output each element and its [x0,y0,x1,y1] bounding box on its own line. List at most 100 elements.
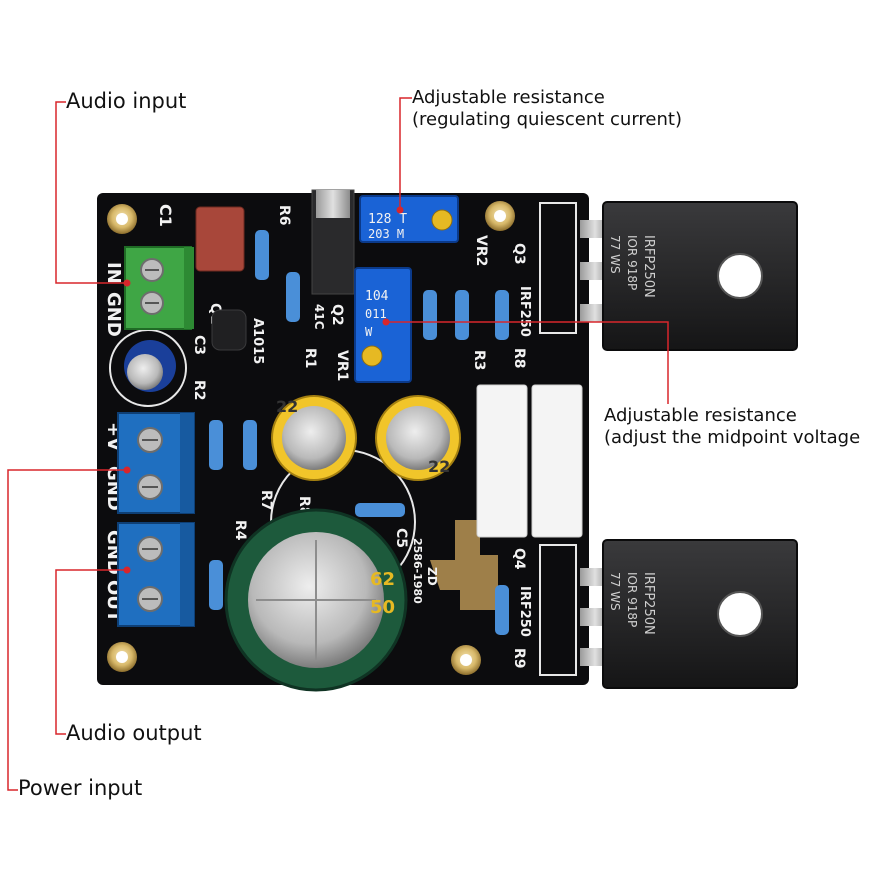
callout-dot [396,206,404,214]
pin-header-outline [539,544,577,676]
resistor-r8 [495,290,509,340]
callout-audio-input: Audio input [66,89,187,113]
callout-dots [123,206,404,574]
label-zd: ZD [425,567,439,586]
film-capacitor-c1 [195,206,245,272]
transistor-q1 [211,309,247,351]
terminal-audio-input [124,246,194,330]
pot-code: 104 [365,289,389,304]
terminal-side [180,413,194,513]
cap-value: 22 [428,457,450,476]
mount-hole-center [116,213,128,225]
potentiometer-vr2 [359,195,459,243]
label-q4: Q4 [511,548,527,570]
label-board-code: 2586-1980 [411,538,424,604]
pot-screw-icon [361,345,383,367]
callout-dot [123,566,131,574]
label-vr1: VR1 [334,350,350,381]
resistor-r2 [209,420,223,470]
callout-dot [123,466,131,474]
callout-dot [123,279,131,287]
callout-vr2: Adjustable resistance (regulating quiesc… [412,87,682,131]
label-a1015: A1015 [250,318,265,364]
callout-vr1-line1: Adjustable resistance [604,405,797,426]
label-gnd: GND [103,292,124,337]
mosfet-top: IRFP250N IOR 918P 77 WS [580,201,798,351]
cap-value: 50 [370,597,395,618]
resistor-r3 [455,290,469,340]
label-r8: R8 [511,348,527,369]
big-capacitor: 62 50 [224,508,408,692]
mosfet-hole [717,591,763,637]
callout-vr1: Adjustable resistance (adjust the midpoi… [604,405,860,449]
mosfet-label: IRFP250N [641,572,656,635]
cap-value: 62 [370,569,395,590]
callout-line-power-input [7,469,126,791]
resistor-r9 [495,585,509,635]
callout-lines [7,97,669,791]
mosfet-label: IOR 918P [625,235,639,290]
callout-power-input: Power input [18,776,143,800]
small-cap-top [127,354,163,390]
label-r9: R9 [511,648,527,669]
callout-dot [382,318,390,326]
label-r1: R1 [302,348,318,369]
label-c3: C3 [191,335,207,355]
callout-vr2-line2: (regulating quiescent current) [412,109,682,130]
q2-tab [316,190,350,218]
label-q2-code: 41C [312,304,326,330]
pot-code: W [365,325,373,339]
label-vr2: VR2 [473,235,489,266]
yellow-capacitors: 22 22 [271,395,461,481]
label-r4: R4 [232,520,248,541]
callout-audio-output: Audio output [66,721,202,745]
cap-top [282,406,346,470]
mount-hole-center [494,210,506,222]
mount-hole-center [116,651,128,663]
label-in: IN [103,262,124,284]
resistor-vr1-side [423,290,437,340]
label-q2: Q2 [329,304,345,326]
ceramic-resistor [476,384,528,538]
callout-line-audio-output [55,569,126,735]
mount-hole-center [460,654,472,666]
mosfet-bottom: IRFP250N IOR 918P 77 WS [580,539,798,689]
mosfet-label: 77 WS [608,235,622,274]
terminal-side [180,523,194,626]
terminal-power-input [117,412,195,514]
terminal-side [184,247,194,329]
pot-code: 011 [365,307,387,321]
label-r3: R3 [471,350,487,371]
potentiometer-vr1 [354,267,412,383]
resistor-r7 [243,420,257,470]
pot-code: 203 M [368,227,404,241]
label-c1: C1 [156,204,175,227]
ceramic-resistor [531,384,583,538]
callout-vr2-line1: Adjustable resistance [412,87,605,108]
label-r6: R6 [276,205,292,226]
cap-value: 22 [276,397,298,416]
callout-line-vr2 [399,97,412,209]
resistor-r4 [209,560,223,610]
mosfet-body [602,539,798,689]
callout-vr1-line2: (adjust the midpoint voltage [604,427,861,448]
callout-line-vr1 [385,321,669,404]
label-r2: R2 [191,380,207,401]
mosfet-hole [717,253,763,299]
mosfet-body [602,201,798,351]
resistors [209,230,509,635]
cap-top [386,406,450,470]
resistor-r1 [286,272,300,322]
mosfet-label: 77 WS [608,572,622,611]
label-q3: Q3 [511,243,527,265]
pin-header-outline [539,202,577,334]
green-terminal [124,246,192,330]
label-c5: C5 [393,528,409,548]
mosfet-label: IRFP250N [641,235,656,298]
pot-screw-icon [431,209,453,231]
label-irf: IRF250 [517,586,532,637]
resistor-r82 [355,503,405,517]
resistor-r6 [255,230,269,280]
pot-code: 128 T [368,212,407,227]
terminal-audio-output [117,522,195,627]
